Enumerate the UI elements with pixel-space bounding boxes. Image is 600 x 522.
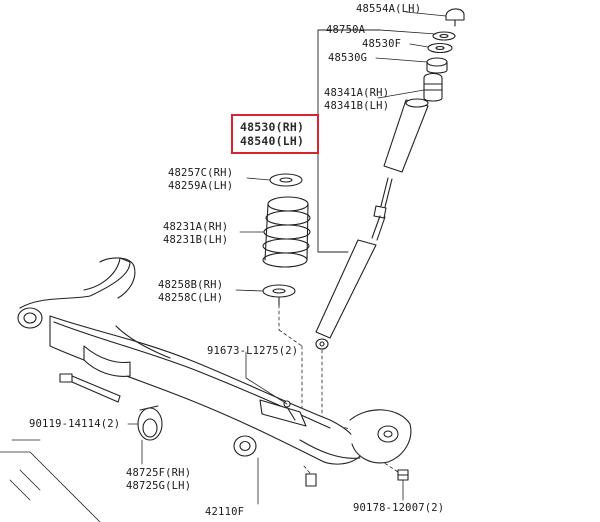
bushing-48725 bbox=[137, 405, 163, 441]
upper-spring-insulator-48257c bbox=[269, 173, 303, 187]
label-48341b: 48341B(LH) bbox=[324, 100, 390, 112]
label-90178: 90178-12007(2) bbox=[353, 502, 445, 514]
axle-beam-42110f bbox=[17, 257, 412, 465]
label-48750a: 48750A bbox=[326, 24, 366, 36]
label-48530: 48530(RH) bbox=[240, 120, 305, 134]
label-48258b: 48258B(RH) bbox=[158, 279, 224, 291]
label-48231b: 48231B(LH) bbox=[163, 234, 229, 246]
label-48725f: 48725F(RH) bbox=[126, 467, 192, 479]
label-42110f: 42110F bbox=[205, 506, 245, 518]
label-48231a: 48231A(RH) bbox=[163, 221, 229, 233]
label-48341a: 48341A(RH) bbox=[324, 87, 390, 99]
ground-plane bbox=[0, 439, 101, 522]
upper-mount-bumper bbox=[445, 8, 465, 27]
nut-90178 bbox=[397, 469, 409, 481]
label-48259a: 48259A(LH) bbox=[168, 180, 234, 192]
label-48540: 48540(LH) bbox=[240, 134, 305, 148]
lower-spring-insulator-48258b bbox=[262, 284, 296, 306]
label-48530g: 48530G bbox=[328, 52, 368, 64]
upper-washer-48750a bbox=[432, 31, 456, 41]
label-48257c: 48257C(RH) bbox=[168, 167, 234, 179]
label-48530f: 48530F bbox=[362, 38, 402, 50]
leader-lines bbox=[127, 11, 447, 505]
shock-absorber-48530 bbox=[315, 98, 429, 350]
label-90119: 90119-14114(2) bbox=[29, 418, 121, 430]
coil-spring-48231 bbox=[262, 196, 311, 268]
label-48258c: 48258C(LH) bbox=[158, 292, 224, 304]
bolt-90119 bbox=[59, 373, 121, 403]
label-48554a: 48554A(LH) bbox=[356, 3, 422, 15]
label-48725g: 48725G(LH) bbox=[126, 480, 192, 492]
bump-stopper-48341 bbox=[423, 72, 443, 102]
mount-48530g bbox=[426, 57, 448, 74]
washer-48530f bbox=[427, 42, 453, 54]
lower-nut bbox=[305, 473, 317, 487]
label-91673: 91673-L1275(2) bbox=[207, 345, 299, 357]
highlight-box bbox=[231, 114, 319, 154]
